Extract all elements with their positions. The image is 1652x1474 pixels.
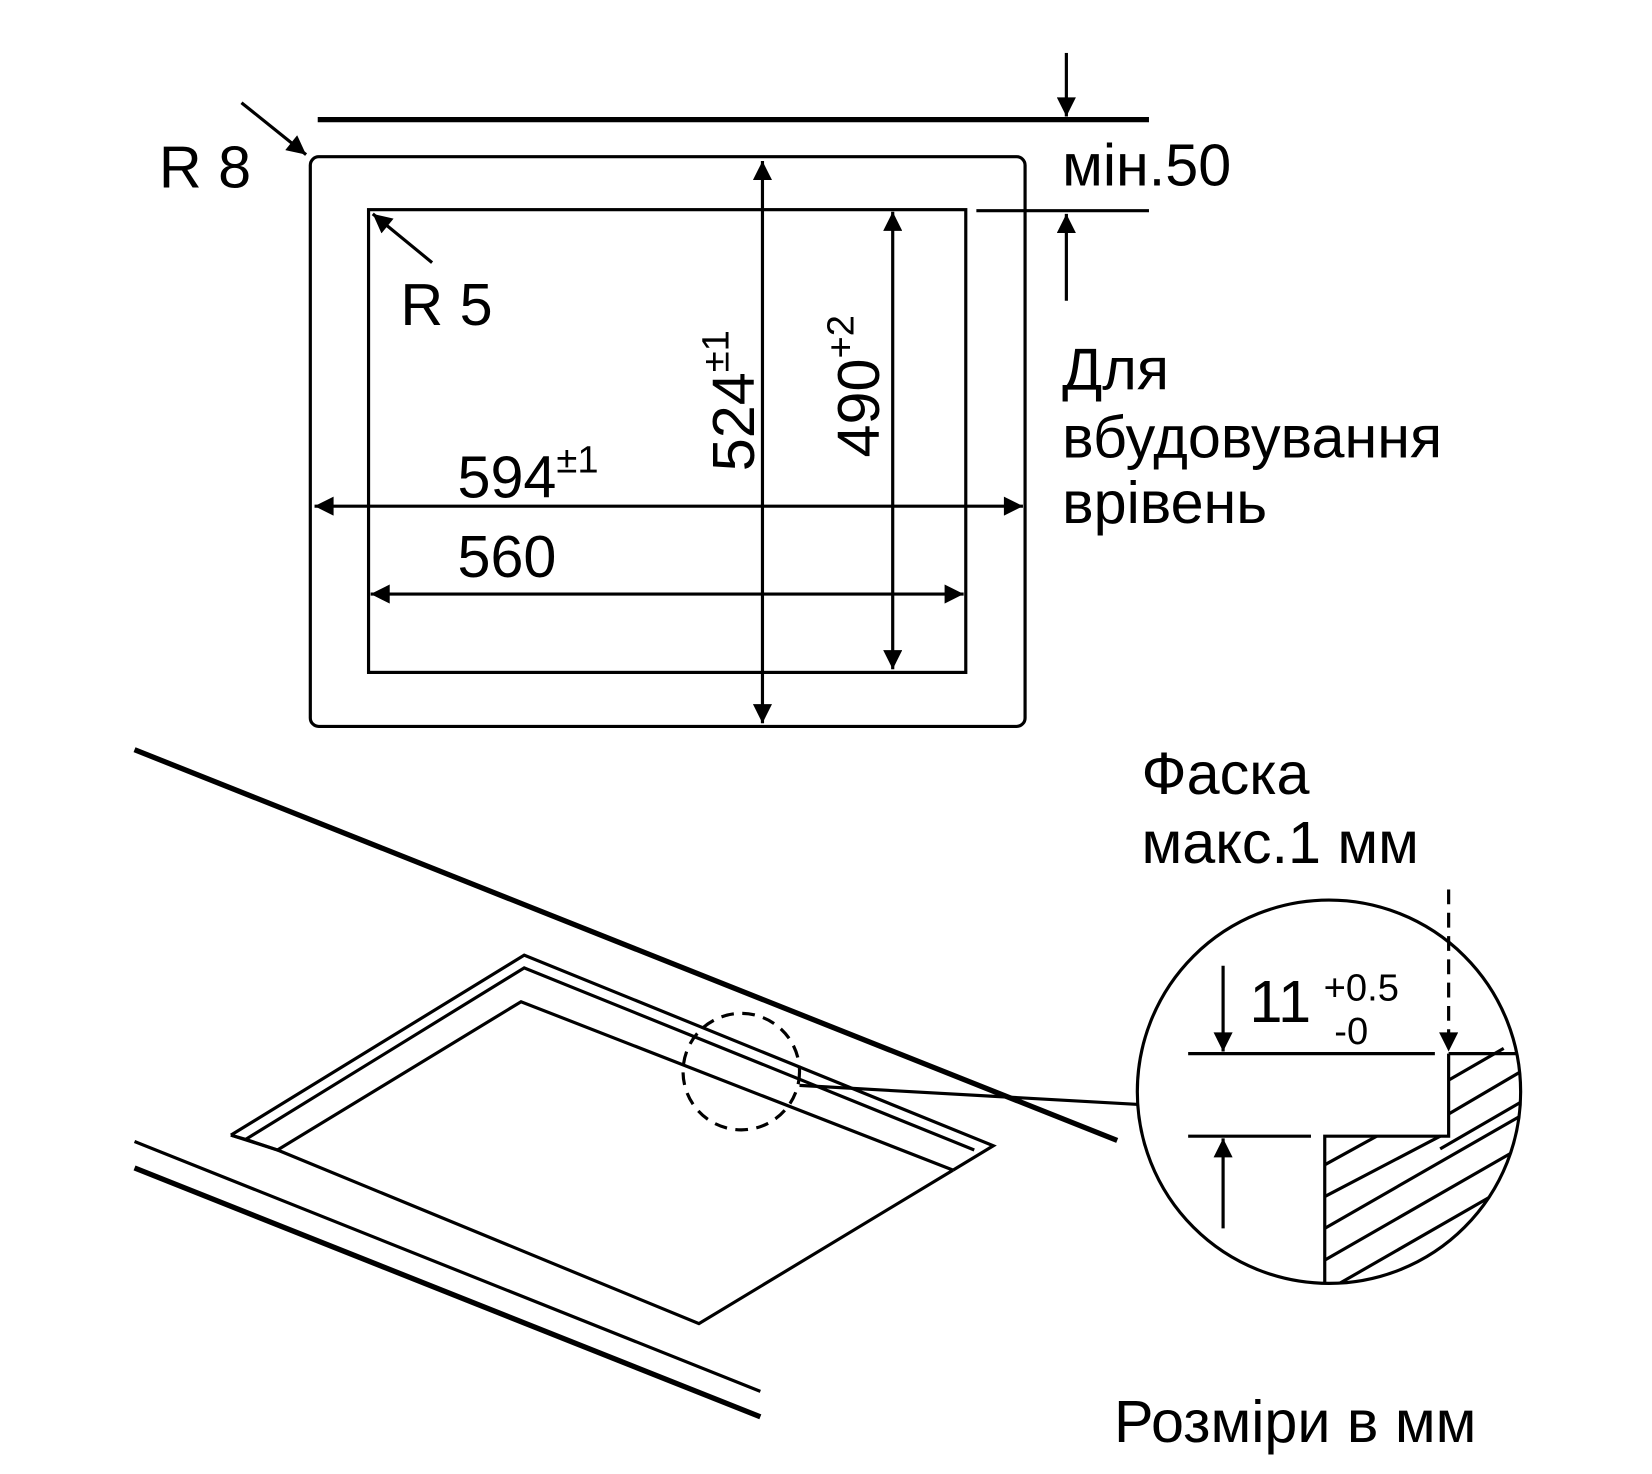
worktop-back-edge — [133, 747, 1119, 1143]
top-view: мін.50 R 8 R 5 524±1 490+2 594±1 560 Для… — [159, 52, 1458, 728]
cutout-rim-mid — [230, 966, 975, 1152]
units-note: Розміри в мм — [1114, 1388, 1476, 1455]
chamfer-note: Фаска макс.1 мм — [1142, 740, 1419, 876]
worktop-front-edge — [133, 1165, 762, 1420]
r8-label: R 8 — [159, 133, 251, 200]
hatching — [1323, 1046, 1521, 1284]
depth-outer-label: 524±1 — [695, 330, 767, 471]
cutout-corner — [230, 1133, 278, 1152]
cutout-outline — [366, 208, 968, 674]
cutout-bottom — [276, 1148, 954, 1326]
r8-arrow — [240, 101, 308, 156]
isometric-view — [133, 747, 1139, 1420]
detail-circle — [1135, 898, 1523, 1285]
hob-outline — [308, 155, 1027, 728]
detail-marker — [681, 1011, 802, 1132]
r5-arrow — [371, 212, 434, 264]
cutout-rim-outer — [230, 953, 997, 1172]
depth-label: 11+0.5-0 — [1250, 967, 1399, 1053]
depth-inner-label: 490+2 — [820, 315, 892, 457]
width-outer-label: 594±1 — [458, 438, 599, 510]
width-inner-label: 560 — [458, 523, 557, 590]
detail-leader — [799, 1083, 1139, 1107]
detail-view: 11+0.5-0 Фаска макс.1 мм — [1135, 740, 1523, 1285]
min-distance-label: мін.50 — [1062, 131, 1231, 198]
flush-note: Для вбудовування врівень — [1062, 336, 1458, 536]
r5-label: R 5 — [400, 271, 492, 338]
worktop-front-edge-top — [133, 1140, 761, 1393]
